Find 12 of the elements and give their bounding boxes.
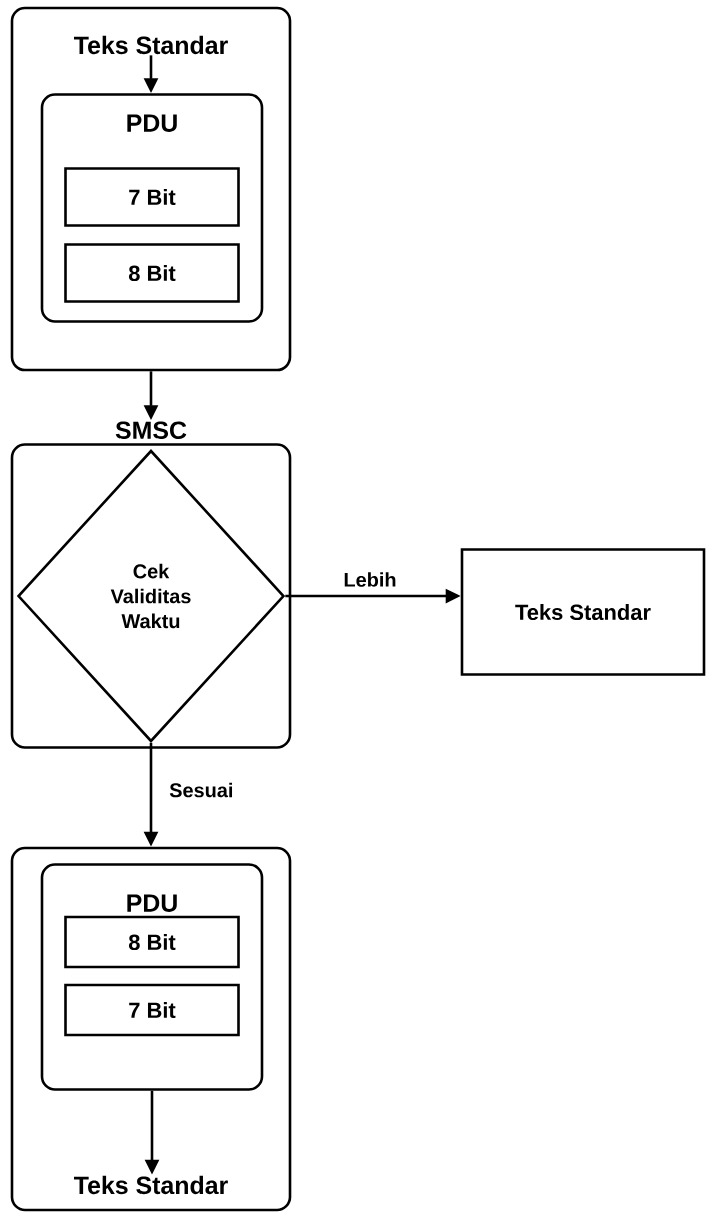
process-box: 7 Bit: [64, 167, 240, 227]
edge-label: Lebih: [344, 572, 396, 587]
process-box: 8 Bit: [64, 915, 240, 969]
node-label: SMSC: [115, 421, 187, 440]
process-box: 7 Bit: [64, 983, 240, 1037]
text-label: Teks Standar: [74, 1175, 228, 1195]
rounded-box: [10, 846, 292, 1212]
process-box: Teks Standar: [460, 548, 706, 676]
process-box: 8 Bit: [64, 243, 240, 303]
edge-label: Sesuai: [169, 782, 232, 798]
text-label: Teks Standar: [74, 35, 228, 55]
rounded-box: [10, 6, 292, 372]
